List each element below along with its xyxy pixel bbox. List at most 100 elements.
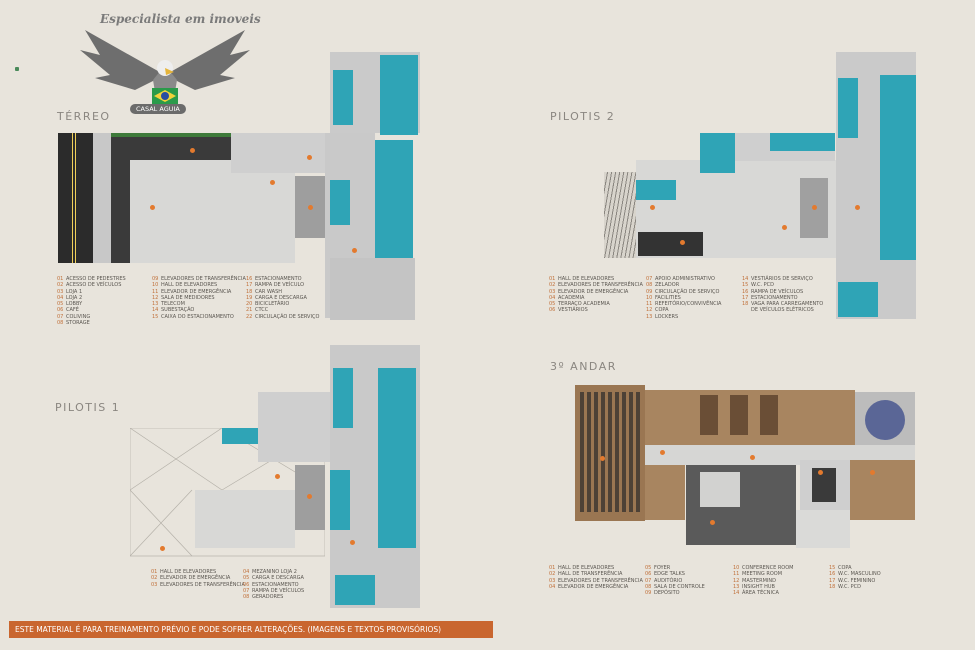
logo-name: CASAL AGUIA (130, 104, 186, 114)
meeting-room-right (850, 460, 915, 520)
marker (782, 225, 787, 230)
parking-stalls-bottom (335, 575, 375, 605)
marker (275, 474, 280, 479)
parking-stalls (700, 133, 735, 173)
building-core (130, 160, 295, 263)
marker (710, 520, 715, 525)
parking-lower (330, 258, 415, 320)
parking-stalls-left (333, 368, 353, 428)
wc-area (796, 510, 850, 548)
lounge-seating (865, 400, 905, 440)
marker (650, 205, 655, 210)
building-core (195, 490, 295, 548)
parking-stalls-left (333, 70, 353, 125)
edge-talks (645, 465, 685, 520)
marker (750, 455, 755, 460)
sidewalk (93, 133, 111, 263)
lobby-area (231, 133, 331, 173)
parking-stalls-small (222, 428, 258, 444)
parking-stalls-right (880, 75, 916, 260)
parking-stalls-mid (330, 470, 350, 530)
marker (307, 155, 312, 160)
marker (812, 205, 817, 210)
marker (160, 546, 165, 551)
disclaimer-banner: ESTE MATERIAL É PARA TREINAMENTO PRÉVIO … (9, 621, 493, 638)
seating-grid (580, 392, 640, 512)
section-title-andar3: 3º ANDAR (550, 360, 617, 373)
parking-stalls-bottom (838, 282, 878, 317)
section-title-pilotis1: PILOTIS 1 (55, 401, 121, 414)
academy-room (638, 232, 703, 256)
marker (680, 240, 685, 245)
marker (308, 205, 313, 210)
section-title-pilotis2: PILOTIS 2 (550, 110, 616, 123)
marker (660, 450, 665, 455)
road-lines (72, 133, 76, 263)
marker (600, 456, 605, 461)
hedge (111, 133, 231, 137)
parking-stalls-left (838, 78, 858, 138)
parking-stalls-mid (330, 180, 350, 225)
hall-core (700, 472, 740, 507)
parking-stalls-right (378, 368, 416, 548)
parking-stalls-small (636, 180, 676, 200)
